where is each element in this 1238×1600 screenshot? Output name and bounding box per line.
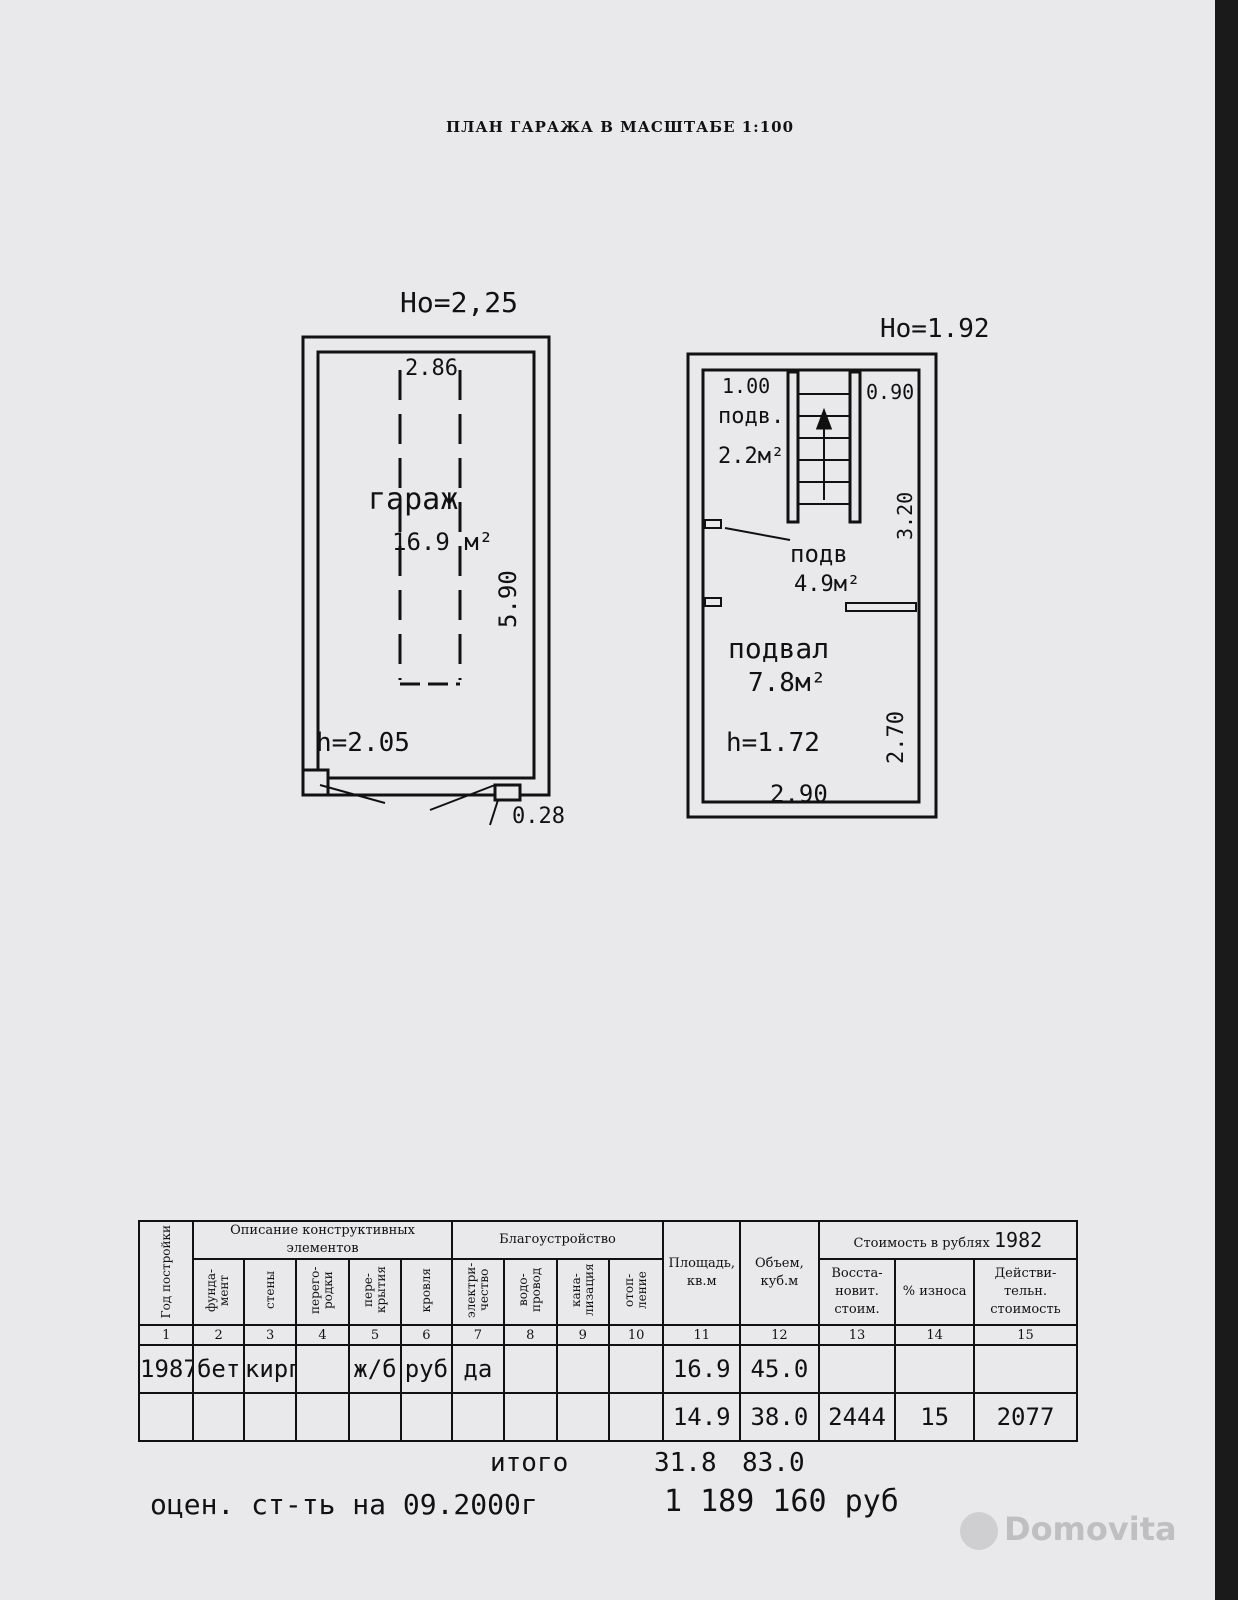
basement-plan — [686, 352, 938, 819]
middle-room-area: 4.9м² — [794, 572, 861, 597]
estimate-text: оцен. ст-ть на 09.2000г — [150, 1488, 538, 1521]
col-year-header: Год постройки — [137, 1219, 195, 1327]
row1-volume: 45.0 — [739, 1344, 820, 1395]
garage-room-name: гараж — [368, 482, 459, 517]
garage-length-dim: 5.90 — [494, 570, 522, 628]
basement-level-mark: Hо=1.92 — [880, 314, 990, 344]
main-room-area: 7.8м² — [748, 668, 827, 698]
page-title: ПЛАН ГАРАЖА В МАСШТАБЕ 1:100 — [445, 118, 795, 136]
row1-heating — [607, 1344, 665, 1395]
structure-group-header: Описание конструктивных элементов — [192, 1219, 453, 1261]
garage-height: h=2.05 — [316, 728, 410, 758]
basement-height: h=1.72 — [726, 728, 820, 758]
cost-year: 1982 — [993, 1228, 1043, 1253]
middle-room-name: подв — [790, 540, 848, 568]
roof-header: кровля — [400, 1258, 453, 1327]
storage-room-area: 2.2м² — [718, 444, 785, 469]
totals-label: итого — [490, 1448, 569, 1478]
totals-area: 31.8 — [654, 1448, 717, 1478]
row2-wear: 15 — [894, 1392, 975, 1443]
row1-area: 16.9 — [662, 1344, 742, 1395]
row1-foundation: бет — [192, 1344, 245, 1395]
basement-outer-wall — [686, 352, 938, 819]
garage-level-mark: Hо=2,25 — [400, 286, 519, 319]
table-row: 14.9 38.0 2444 15 2077 — [137, 1392, 1078, 1443]
estimate-value: 1 189 160 руб — [664, 1484, 899, 1519]
row1-floors: ж/б — [347, 1344, 403, 1395]
row1-walls: кирп — [242, 1344, 298, 1395]
heating-header: отоп-ление — [607, 1258, 665, 1327]
row1-restore — [817, 1344, 897, 1395]
row2-area: 14.9 — [662, 1392, 742, 1443]
lower-side-dim: 2.70 — [884, 711, 909, 764]
inventory-table: Год постройки Описание конструктивных эл… — [137, 1219, 1079, 1455]
garage-width-dim: 2.86 — [405, 356, 458, 381]
floors-header: пере-крытия — [347, 1258, 403, 1327]
restore-cost-header: Восста-новит. стоим. — [817, 1258, 897, 1327]
wear-header: % износа — [894, 1258, 975, 1327]
row1-actual — [973, 1344, 1078, 1395]
electric-header: электри-чество — [450, 1258, 506, 1327]
storage-room-name: подв. — [718, 404, 785, 429]
sewer-header: кана-лизация — [555, 1258, 610, 1327]
upper-side-dim: 3.20 — [893, 491, 917, 540]
floor-plan-drawing — [301, 335, 938, 826]
garage-inner-wall — [316, 350, 536, 780]
walls-header: стены — [242, 1258, 298, 1327]
row1-electric: да — [450, 1344, 506, 1395]
watermark-logo: Domovita — [960, 1510, 1177, 1550]
totals-volume: 83.0 — [742, 1448, 805, 1478]
garage-room-area: 16.9 м² — [392, 528, 494, 556]
column-numbers-row: 1 2 3 4 5 6 7 8 9 10 11 12 13 14 15 — [137, 1324, 1078, 1347]
basement-bottom-dim: 2.90 — [770, 780, 828, 808]
garage-door-dim: 0.28 — [512, 804, 565, 829]
cost-group-header: Стоимость в рублях 1982 — [817, 1219, 1079, 1261]
row1-sewer — [555, 1344, 610, 1395]
row1-year: 1987 — [137, 1344, 195, 1395]
basement-inner-wall — [701, 368, 921, 804]
table-row: 1987 бет кирп ж/б руб да 16.9 45.0 — [137, 1344, 1078, 1395]
storage-width-dim: 1.00 — [722, 374, 771, 398]
row1-water — [503, 1344, 558, 1395]
main-room-name: подвал — [728, 632, 830, 665]
stair-width-dim: 0.90 — [866, 380, 915, 404]
partitions-header: перего-родки — [295, 1258, 350, 1327]
garage-outer-wall — [301, 335, 551, 797]
logo-icon — [960, 1512, 998, 1550]
row2-volume: 38.0 — [739, 1392, 820, 1443]
water-header: водо-провод — [503, 1258, 558, 1327]
volume-header: Объем, куб.м — [739, 1219, 820, 1327]
row2-restore: 2444 — [817, 1392, 897, 1443]
area-header: Площадь, кв.м — [662, 1219, 742, 1327]
row2-actual: 2077 — [973, 1392, 1078, 1443]
actual-cost-header: Действи-тельн. стоимость — [973, 1258, 1078, 1327]
garage-plan — [301, 335, 551, 826]
amenities-group-header: Благоустройство — [450, 1219, 665, 1261]
foundation-header: фунда-мент — [192, 1258, 245, 1327]
row1-roof: руб — [400, 1344, 453, 1395]
row1-wear — [894, 1344, 975, 1395]
row1-partitions — [295, 1344, 350, 1395]
